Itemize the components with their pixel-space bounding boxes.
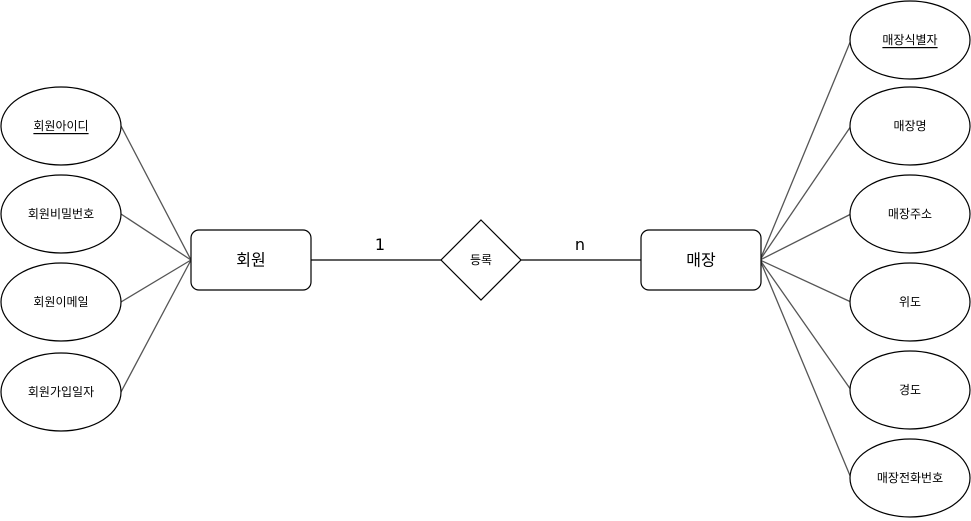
entity-store-box xyxy=(640,229,762,291)
attribute-store-latitude[interactable]: 위도 xyxy=(849,262,971,342)
attribute-store-phone-label: 매장전화번호 xyxy=(877,471,943,485)
attribute-member-id[interactable]: 회원아이디 xyxy=(0,86,122,166)
store-attributes: 매장식별자 매장명 매장주소 위도 경도 매장전화번호 xyxy=(849,0,971,518)
attribute-ellipse xyxy=(0,174,122,254)
attribute-ellipse xyxy=(0,86,122,166)
attribute-store-address[interactable]: 매장주소 xyxy=(849,174,971,254)
member-attribute-connectors xyxy=(120,125,192,393)
attribute-store-name-label: 매장명 xyxy=(893,119,926,133)
connector-store-attr-4 xyxy=(759,259,852,391)
cardinality-store: n xyxy=(575,235,585,254)
entity-member-box xyxy=(190,229,312,291)
attribute-member-id-label: 회원아이디 xyxy=(33,119,88,133)
attribute-member-password[interactable]: 회원비밀번호 xyxy=(0,174,122,254)
relationship-register[interactable]: 등록 xyxy=(440,219,522,301)
entity-member[interactable]: 회원 xyxy=(190,229,312,291)
connector-store-attr-1 xyxy=(759,125,852,261)
attribute-store-address-label: 매장주소 xyxy=(888,207,932,221)
relationship-diamond xyxy=(440,219,522,301)
connector-store-attr-0 xyxy=(759,39,852,261)
entity-store-label: 매장 xyxy=(686,251,716,270)
connector-store-attr-3 xyxy=(759,259,852,303)
attribute-store-longitude-label: 경도 xyxy=(899,383,921,397)
attribute-store-name[interactable]: 매장명 xyxy=(849,86,971,166)
attribute-store-phone[interactable]: 매장전화번호 xyxy=(849,438,971,518)
store-attribute-connectors xyxy=(759,39,852,479)
attribute-member-join-date[interactable]: 회원가입일자 xyxy=(0,352,122,432)
connector-store-attr-2 xyxy=(759,213,852,261)
entity-member-label: 회원 xyxy=(236,251,265,270)
connector-store-attr-5 xyxy=(759,259,852,479)
attribute-member-email[interactable]: 회원이메일 xyxy=(0,262,122,342)
attribute-ellipse xyxy=(849,262,971,342)
attribute-ellipse xyxy=(0,262,122,342)
attribute-member-password-label: 회원비밀번호 xyxy=(28,207,94,221)
member-attributes: 회원아이디 회원비밀번호 회원이메일 회원가입일자 xyxy=(0,86,122,432)
attribute-store-latitude-label: 위도 xyxy=(899,295,921,309)
attribute-ellipse xyxy=(849,86,971,166)
connector-member-attr-0 xyxy=(120,125,192,261)
attribute-member-email-label: 회원이메일 xyxy=(33,295,88,309)
attribute-ellipse xyxy=(0,352,122,432)
attribute-ellipse xyxy=(849,438,971,518)
attribute-member-join-date-label: 회원가입일자 xyxy=(28,385,94,399)
connector-member-attr-3 xyxy=(120,259,192,393)
attribute-store-id[interactable]: 매장식별자 xyxy=(849,0,971,80)
attribute-store-id-label: 매장식별자 xyxy=(882,33,937,47)
attribute-ellipse xyxy=(849,0,971,80)
entity-store[interactable]: 매장 xyxy=(640,229,762,291)
cardinality-member: 1 xyxy=(375,235,385,254)
relationship-label: 등록 xyxy=(470,253,492,267)
attribute-ellipse xyxy=(849,174,971,254)
attribute-ellipse xyxy=(849,350,971,430)
connector-member-attr-2 xyxy=(120,259,192,303)
connector-member-attr-1 xyxy=(120,213,192,261)
attribute-store-longitude[interactable]: 경도 xyxy=(849,350,971,430)
